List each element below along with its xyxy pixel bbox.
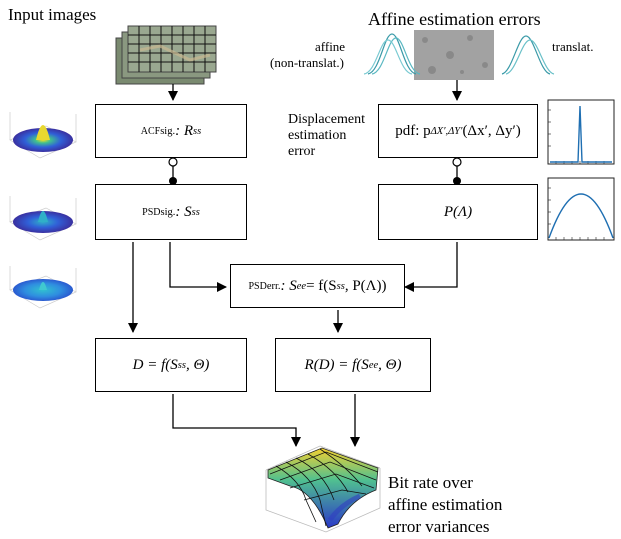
acf-sub: sig.: [160, 125, 176, 137]
bitrate-caption-2: affine estimation: [388, 495, 503, 514]
r-box-sub: ee: [368, 359, 379, 371]
bitrate-surface-plot: [265, 445, 381, 533]
non-translat-label: (non-translat.): [270, 55, 345, 70]
acf-prefix: ACF: [140, 125, 161, 137]
bitrate-caption-1: Bit rate over: [388, 473, 473, 492]
p-lambda-plot: [547, 177, 615, 241]
pdf-sub: ΔX′,ΔY′: [430, 125, 463, 137]
connectors: [128, 80, 462, 447]
d-box-sub: ss: [177, 359, 186, 371]
input-images-title: Input images: [8, 5, 97, 24]
displacement-label-1: Displacement: [288, 112, 365, 127]
d-box-text: D = f(S: [132, 356, 178, 373]
psd-sig-expr-sub: ss: [191, 206, 200, 218]
pdf-text: pdf: p: [395, 122, 431, 139]
displacement-label-3: error: [288, 144, 316, 159]
psd-err-expr-sub: ee: [296, 280, 307, 292]
translat-curves: [501, 35, 555, 75]
psd-err-rhs: = f(S: [306, 277, 337, 294]
r-box-tail: , Θ): [378, 356, 402, 373]
r-box-text: R(D) = f(S: [304, 356, 369, 373]
psd-sig-expr: : S: [175, 203, 192, 220]
displacement-label-2: estimation: [288, 128, 347, 143]
acf-surface-plot: [9, 112, 77, 159]
affine-errors-title: Affine estimation errors: [368, 9, 541, 29]
acf-expr-sub: ss: [193, 125, 202, 137]
pdf-tail: (Δx′, Δy′): [462, 122, 521, 139]
noise-image: [414, 30, 494, 80]
psd-sig-sub: sig.: [160, 206, 176, 218]
psd-signal-surface-plot: [9, 196, 77, 241]
bitrate-caption-3: error variances: [388, 517, 490, 536]
psd-err-rhs-tail: , P(Λ)): [344, 277, 387, 294]
translat-label: translat.: [552, 39, 594, 54]
affine-curves: [363, 33, 421, 75]
psd-err-sub: err.: [266, 280, 281, 292]
d-box-tail: , Θ): [185, 356, 210, 373]
pdf-peak-plot: [547, 99, 615, 165]
p-lambda-text: P(Λ): [443, 203, 473, 220]
duality-symbols: [168, 157, 462, 185]
input-images-stack: [115, 25, 217, 85]
p-lambda-box: P(Λ): [378, 184, 538, 240]
affine-label: affine: [315, 39, 346, 54]
acf-expr: : R: [175, 122, 194, 139]
psd-err-rhs-sub: ss: [336, 280, 345, 292]
psd-err-expr: : S: [280, 277, 297, 294]
psd-err-prefix: PSD: [248, 280, 267, 292]
psd-sig-prefix: PSD: [142, 206, 161, 218]
psd-error-surface-plot: [9, 266, 77, 309]
